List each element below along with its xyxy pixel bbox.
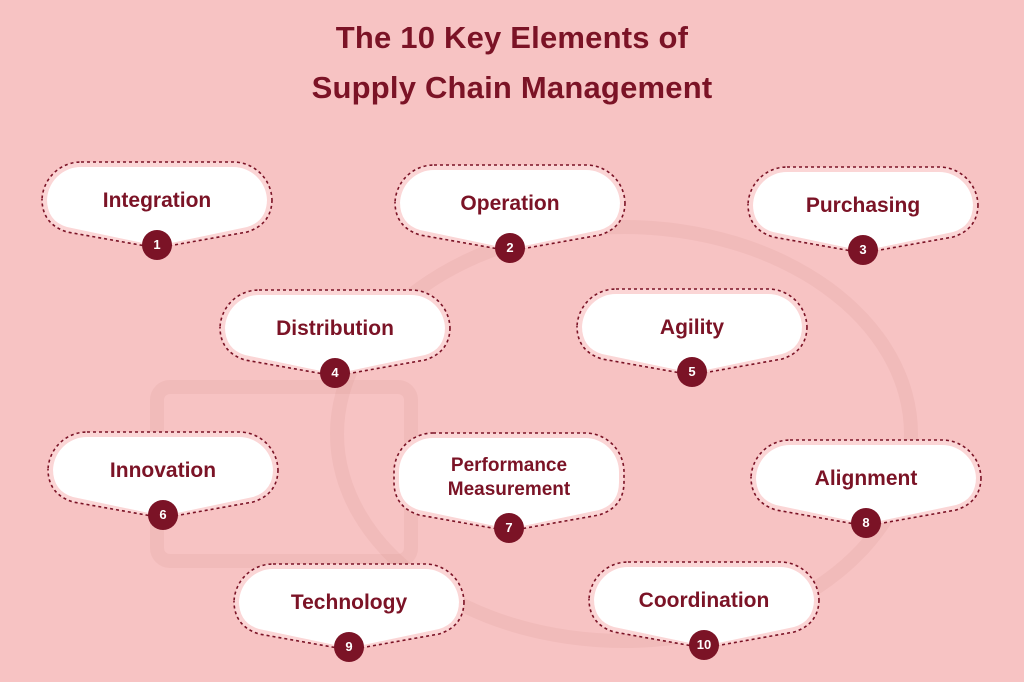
element-label: Coordination bbox=[638, 589, 770, 612]
element-label: Performance Measurement bbox=[447, 455, 571, 500]
element-card-4: Distribution 4 bbox=[219, 289, 451, 388]
card-bubble-shape bbox=[750, 439, 982, 538]
element-card-10: Coordination 10 bbox=[588, 561, 820, 660]
number-badge-circle bbox=[848, 235, 878, 265]
element-card-7: Performance Measurement 7 bbox=[393, 432, 625, 543]
number-badge-circle bbox=[320, 358, 350, 388]
element-label: Agility bbox=[659, 316, 725, 339]
number-badge-circle bbox=[689, 630, 719, 660]
card-bubble-shape bbox=[47, 431, 279, 530]
card-bubble-shape bbox=[393, 432, 625, 543]
element-label: Alignment bbox=[814, 467, 918, 490]
element-label: Operation bbox=[460, 192, 560, 215]
element-card-5: Agility 5 bbox=[576, 288, 808, 387]
element-label: Distribution bbox=[276, 317, 394, 340]
card-background bbox=[239, 569, 459, 647]
number-badge-circle bbox=[334, 632, 364, 662]
card-background bbox=[225, 295, 445, 373]
element-card-9: Technology 9 bbox=[233, 563, 465, 662]
number-badge-circle bbox=[495, 233, 525, 263]
element-number: 2 bbox=[506, 240, 514, 255]
element-number: 9 bbox=[345, 639, 353, 654]
number-badge-circle bbox=[851, 508, 881, 538]
card-bubble-shape bbox=[588, 561, 820, 660]
element-card-1: Integration 1 bbox=[41, 161, 273, 260]
card-bubble-shape bbox=[394, 164, 626, 263]
element-number: 8 bbox=[862, 515, 870, 530]
element-card-8: Alignment 8 bbox=[750, 439, 982, 538]
element-label: Integration bbox=[102, 189, 212, 212]
element-label: Purchasing bbox=[805, 194, 921, 217]
element-card-2: Operation 2 bbox=[394, 164, 626, 263]
element-label: Technology bbox=[290, 591, 408, 614]
card-bubble-shape bbox=[41, 161, 273, 260]
element-number: 5 bbox=[688, 364, 696, 379]
card-background bbox=[594, 567, 814, 645]
card-background bbox=[582, 294, 802, 372]
element-number: 6 bbox=[159, 507, 167, 522]
card-background bbox=[47, 167, 267, 245]
card-bubble-shape bbox=[219, 289, 451, 388]
card-background bbox=[753, 172, 973, 250]
number-badge-circle bbox=[148, 500, 178, 530]
element-label: Innovation bbox=[109, 459, 217, 482]
element-card-3: Purchasing 3 bbox=[747, 166, 979, 265]
number-badge-circle bbox=[494, 513, 524, 543]
card-background bbox=[53, 437, 273, 515]
element-number: 10 bbox=[696, 637, 712, 652]
element-number: 4 bbox=[331, 365, 339, 380]
page-title-line-2: Supply Chain Management bbox=[311, 70, 713, 105]
card-background bbox=[400, 170, 620, 248]
card-bubble-shape bbox=[233, 563, 465, 662]
element-number: 7 bbox=[505, 520, 513, 535]
page-title-line-1: The 10 Key Elements of bbox=[335, 20, 689, 55]
element-card-6: Innovation 6 bbox=[47, 431, 279, 530]
card-bubble-shape bbox=[747, 166, 979, 265]
number-badge-circle bbox=[142, 230, 172, 260]
number-badge-circle bbox=[677, 357, 707, 387]
element-number: 1 bbox=[153, 237, 161, 252]
card-background bbox=[756, 445, 976, 523]
card-bubble-shape bbox=[576, 288, 808, 387]
card-background bbox=[399, 438, 619, 528]
element-number: 3 bbox=[859, 242, 867, 257]
